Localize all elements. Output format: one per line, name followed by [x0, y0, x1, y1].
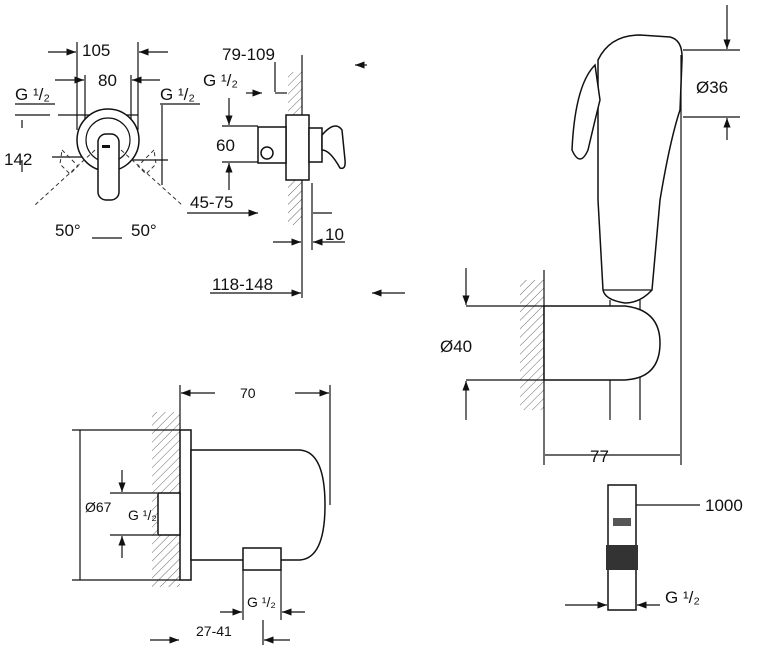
- front-view: 105 80 G ¹/₂ G ¹/₂ 142 50° 50°: [4, 41, 200, 240]
- dim-g-right: G ¹/₂: [160, 85, 195, 104]
- dim-77: 77: [590, 447, 609, 466]
- dim-g-inlet: G ¹/₂: [128, 507, 157, 523]
- dim-60: 60: [216, 136, 235, 155]
- angle-right: 50°: [131, 221, 157, 240]
- dim-70: 70: [240, 385, 256, 401]
- dim-hose-thread: G ¹/₂: [665, 588, 700, 607]
- dim-g-outlet: G ¹/₂: [247, 594, 276, 610]
- dim-diameter-67: Ø67: [85, 499, 112, 515]
- dim-80: 80: [98, 71, 117, 90]
- dim-diameter-40: Ø40: [440, 337, 472, 356]
- dim-g-side: G ¹/₂: [203, 71, 238, 90]
- dim-27-41: 27-41: [196, 623, 232, 639]
- side-view: 79-109 G ¹/₂ 60 45-75 10 118-148: [187, 45, 405, 298]
- dim-g-left: G ¹/₂: [15, 85, 50, 104]
- hand-shower-view: Ø36 Ø40 77 1000 G ¹/₂: [440, 5, 743, 611]
- angle-left: 50°: [55, 221, 81, 240]
- dim-105: 105: [82, 41, 110, 60]
- dim-45-75: 45-75: [190, 193, 233, 212]
- dim-diameter-36: Ø36: [696, 78, 728, 97]
- wall-outlet-view: 70 Ø67 G ¹/₂ G ¹/₂ 27-41: [72, 385, 331, 645]
- dim-79-109: 79-109: [222, 45, 275, 64]
- dim-hose-1000: 1000: [705, 496, 743, 515]
- dim-118-148: 118-148: [212, 275, 273, 294]
- dim-10: 10: [325, 225, 344, 244]
- dim-142: 142: [4, 150, 32, 169]
